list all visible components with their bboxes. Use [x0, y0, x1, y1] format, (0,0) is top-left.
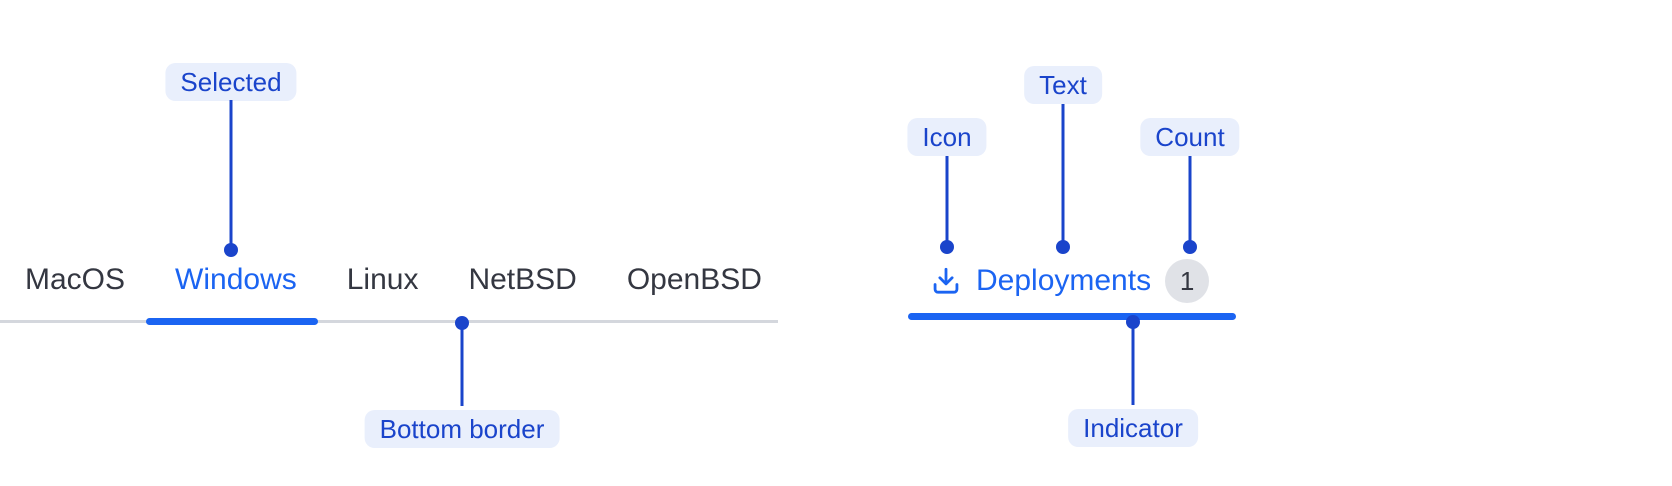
annotation-indicator-dot: [1126, 315, 1140, 329]
selected-tab-underline: [146, 318, 318, 325]
annotation-count-line: [1188, 156, 1192, 241]
annotation-indicator-label: Indicator: [1068, 409, 1198, 447]
tab-deployments-label: Deployments: [976, 264, 1152, 297]
tab-bar-bottom-border: [0, 320, 778, 323]
annotation-icon-line: [945, 156, 949, 241]
annotation-bottom-border-dot: [455, 316, 469, 330]
tab-openbsd[interactable]: OpenBSD: [626, 263, 762, 296]
annotation-text-line: [1061, 104, 1065, 241]
download-icon: [933, 267, 959, 294]
tab-deployments[interactable]: Deployments 1: [930, 259, 1210, 303]
annotation-count-dot: [1183, 240, 1197, 254]
tab-netbsd[interactable]: NetBSD: [468, 263, 577, 296]
annotation-selected-line: [229, 100, 233, 246]
annotation-icon-dot: [940, 240, 954, 254]
annotation-text-dot: [1056, 240, 1070, 254]
annotation-bottom-border-label: Bottom border: [364, 410, 560, 448]
tab-macos[interactable]: MacOS: [25, 263, 126, 296]
annotation-text-label: Text: [1024, 66, 1102, 104]
tab-windows[interactable]: Windows: [175, 263, 297, 296]
tab-bar: MacOS Windows Linux NetBSD OpenBSD: [25, 263, 762, 297]
annotation-selected-label: Selected: [165, 63, 297, 101]
annotation-count-label: Count: [1140, 118, 1240, 156]
selected-tab-indicator: [908, 313, 1236, 320]
tab-linux[interactable]: Linux: [346, 263, 419, 296]
count-badge: 1: [1165, 259, 1210, 303]
annotation-icon-label: Icon: [907, 118, 987, 156]
annotation-selected-dot: [224, 243, 238, 257]
annotation-bottom-border-line: [460, 326, 464, 406]
annotation-indicator-line: [1131, 326, 1135, 405]
